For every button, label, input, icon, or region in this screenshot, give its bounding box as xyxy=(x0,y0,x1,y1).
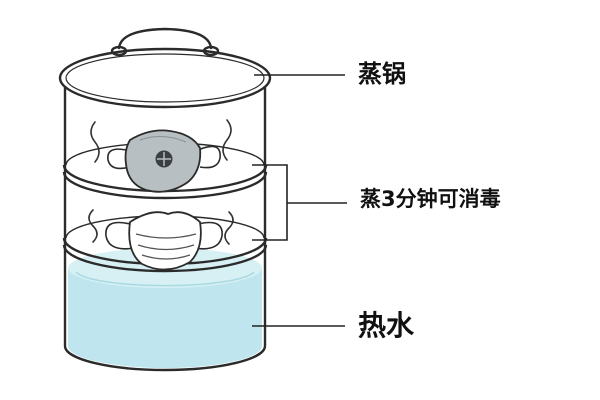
steamer-body xyxy=(63,78,267,372)
steam-wisp-icon xyxy=(90,119,232,163)
hot-water-label: 热水 xyxy=(358,309,415,342)
leader-lines xyxy=(252,74,347,327)
lid-handle-icon xyxy=(110,27,220,57)
steam-wisp-icon xyxy=(88,209,234,245)
steam-time-label: 蒸3分钟可消毒 xyxy=(360,187,501,211)
surgical-mask-icon xyxy=(105,211,223,271)
n95-mask-with-valve-icon xyxy=(107,129,221,193)
steamer-lid-icon xyxy=(58,47,272,109)
steamer-label: 蒸锅 xyxy=(358,60,406,88)
